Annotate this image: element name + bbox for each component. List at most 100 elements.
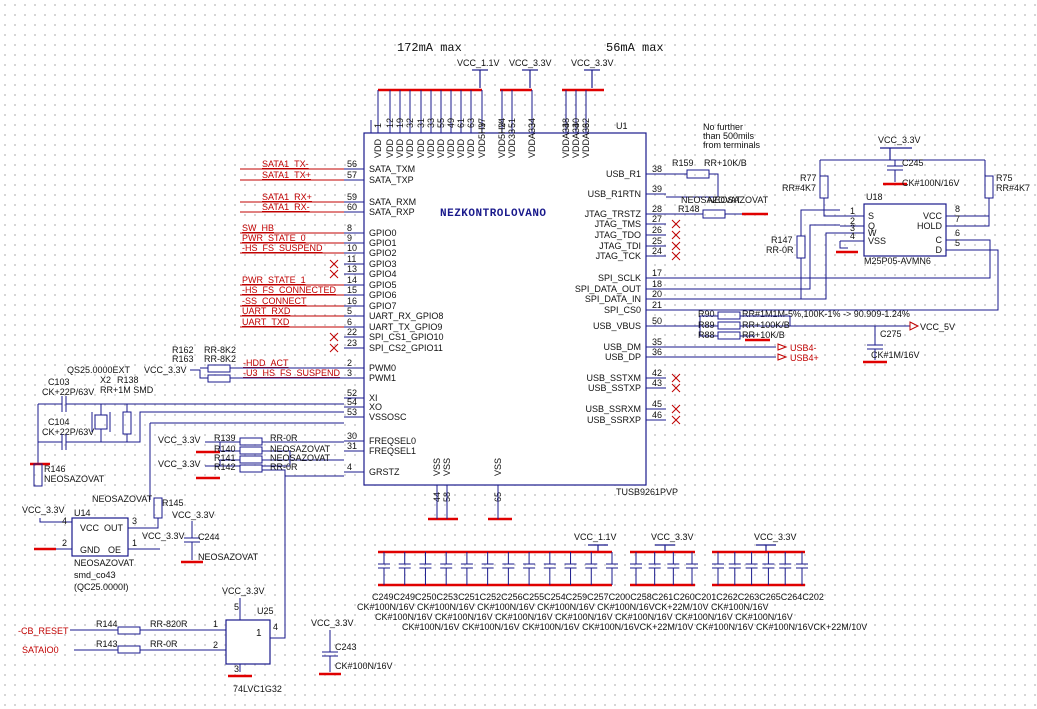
svg-text:R145: R145 xyxy=(162,498,184,508)
u1-top-pin-num: 51 xyxy=(507,118,517,128)
svg-text:R147: R147 xyxy=(771,235,793,245)
cap-bank-capacitor xyxy=(585,552,598,585)
u1-top-pin-name: VDD xyxy=(373,138,383,158)
svg-text:R142: R142 xyxy=(214,462,236,472)
u1-top-pin-num: 33 xyxy=(426,118,436,128)
svg-text:RR-820R: RR-820R xyxy=(150,619,188,629)
u1-top-pin-num: 24 xyxy=(497,118,507,128)
cap-bank-capacitor xyxy=(440,552,453,585)
u1-right-pin-name: USB_SSTXP xyxy=(588,383,641,393)
jtag-note-3: from terminals xyxy=(703,140,761,150)
svg-text:R146: R146 xyxy=(44,464,66,474)
r147-resistor: R147 RR-0R xyxy=(766,209,840,299)
u18-left-pin-name: S xyxy=(868,211,874,221)
u1-top-pin-name: VDD xyxy=(405,138,415,158)
u1-nc-marker xyxy=(671,373,681,383)
u1-left-pin-num: 16 xyxy=(347,296,357,306)
u1-left-pin-name: SPI_CS1_GPIO10 xyxy=(369,332,444,342)
u1-right-pin-num: 17 xyxy=(652,268,662,278)
u1-left-pin-num: 11 xyxy=(347,254,356,264)
svg-text:VCC_3.3V: VCC_3.3V xyxy=(878,135,921,145)
svg-text:2: 2 xyxy=(62,538,67,548)
u1-left-pin-name: GPIO7 xyxy=(369,301,397,311)
u1-right-pin-name: USB_DM xyxy=(603,342,641,352)
u1-top-pin-num: 34 xyxy=(527,118,537,128)
u1-nc-marker xyxy=(329,343,339,353)
u1-nc-marker xyxy=(671,383,681,393)
cap-bank-capacitor xyxy=(779,552,792,585)
svg-text:R77: R77 xyxy=(800,173,817,183)
r159-resistor: R159 RR+10K/B NEOSAZOVAT xyxy=(666,158,747,205)
u18-part: M25P05-AVMN6 xyxy=(864,256,931,266)
cap-bank-capacitor xyxy=(543,552,556,585)
r162-r163: R162 RR-8K2 R163 RR-8K2 VCC_3.3V xyxy=(144,345,344,383)
svg-text:RR+10K/B: RR+10K/B xyxy=(704,158,747,168)
u1-right-pin-num: 21 xyxy=(652,300,662,310)
u1-top-pin-name: VDD5HV xyxy=(497,121,507,158)
u1-left-pin-name: UART_RX_GPIO8 xyxy=(369,311,443,321)
u1-top-pin-num: 49 xyxy=(446,118,456,128)
svg-text:VCC_1.1V: VCC_1.1V xyxy=(574,532,617,542)
svg-text:C245: C245 xyxy=(902,158,924,168)
u1-left-net-label: SATA1_TX- xyxy=(262,159,309,169)
cap-bank-capacitor xyxy=(630,552,642,585)
u1-right-pin-num: 45 xyxy=(652,399,662,409)
u1-left-pin-num: 9 xyxy=(347,233,352,243)
svg-text:R141: R141 xyxy=(214,453,236,463)
u1-left-pin-name: SATA_RXP xyxy=(369,207,415,217)
svg-text:NEOSAZOVAT: NEOSAZOVAT xyxy=(74,558,135,568)
u1-left-pin-num: 57 xyxy=(347,170,357,180)
u1-left-pin-name: GRSTZ xyxy=(369,467,400,477)
u1-right-pin-name: USB_SSRXM xyxy=(585,404,641,414)
cap-bank-capacitor xyxy=(728,552,741,585)
svg-text:VCC_3.3V: VCC_3.3V xyxy=(651,532,694,542)
u1-right-pin-name: JTAG_TDO xyxy=(595,230,641,240)
u1-right-pin-name: USB_SSRXP xyxy=(587,415,641,425)
u1-left-pin-name: VSSOSC xyxy=(369,412,407,422)
svg-text:R162: R162 xyxy=(172,345,194,355)
u1-left-pin-num: 4 xyxy=(347,462,352,472)
u1-right-pin-name: USB_SSTXM xyxy=(586,373,641,383)
svg-text:VCC_3.3V: VCC_3.3V xyxy=(172,510,215,520)
svg-text:1: 1 xyxy=(213,619,218,629)
u18-body xyxy=(863,203,947,257)
u1-nc-marker xyxy=(329,269,339,279)
u1-left-pin-num: 22 xyxy=(347,327,357,337)
cap-bank-capacitor xyxy=(378,552,390,585)
svg-text:RR+100K/B: RR+100K/B xyxy=(742,320,790,330)
cap-bank-capacitor xyxy=(686,552,698,585)
u1-left-net-label: -U3_HS_FS_SUSPEND xyxy=(243,368,341,378)
u1-left-pin-num: 8 xyxy=(347,223,352,233)
svg-text:GND: GND xyxy=(80,545,101,555)
u1-right-pin-name: USB_R1RTN xyxy=(588,189,641,199)
u1-top-pin-num: 31 xyxy=(416,118,426,128)
u1-top-pin-num: 40 xyxy=(571,118,581,128)
u1-left-pin-name: GPIO0 xyxy=(369,228,397,238)
svg-text:U25: U25 xyxy=(257,606,274,616)
c244-capacitor: VCC_3.3V C244 NEOSAZOVAT xyxy=(172,510,259,564)
u1-top-pin-name: VDDA33 xyxy=(581,123,591,158)
u1-top-pin-num: 12 xyxy=(385,118,395,128)
u1-left-pin-num: 30 xyxy=(347,431,357,441)
u1-top-pin-name: VDD xyxy=(446,138,456,158)
cap-bank-capacitor xyxy=(667,552,680,585)
svg-text:VCC_3.3V: VCC_3.3V xyxy=(222,586,265,596)
u1-left-pin-num: 60 xyxy=(347,202,357,212)
u1-left-pin-num: 54 xyxy=(347,397,357,407)
usb4-nets: USB4- USB4+ xyxy=(666,343,819,363)
u1-top-pin-num: 1 xyxy=(373,123,383,128)
u1-right-pin-num: 24 xyxy=(652,246,662,256)
current-note-left: 172mA max xyxy=(397,41,462,55)
svg-text:VCC_3.3V: VCC_3.3V xyxy=(311,618,354,628)
u1-top-pin-num: 48 xyxy=(561,118,571,128)
u1-marking: NEZKONTROLOVANO xyxy=(440,208,547,220)
u18-right-pin-num: 8 xyxy=(955,204,960,214)
svg-text:R159: R159 xyxy=(672,158,694,168)
cap-bank-capacitor xyxy=(564,552,577,585)
u1-right-pin-name: USB_VBUS xyxy=(593,321,641,331)
u14-oscillator: NEOSAZOVAT R145 VCC_3.3V U14 VCC OUT GND… xyxy=(22,494,185,592)
u1-right-pin-name: USB_R1 xyxy=(606,169,641,179)
svg-text:RR+10K/B: RR+10K/B xyxy=(742,330,785,340)
svg-text:VCC_5V: VCC_5V xyxy=(920,322,955,332)
